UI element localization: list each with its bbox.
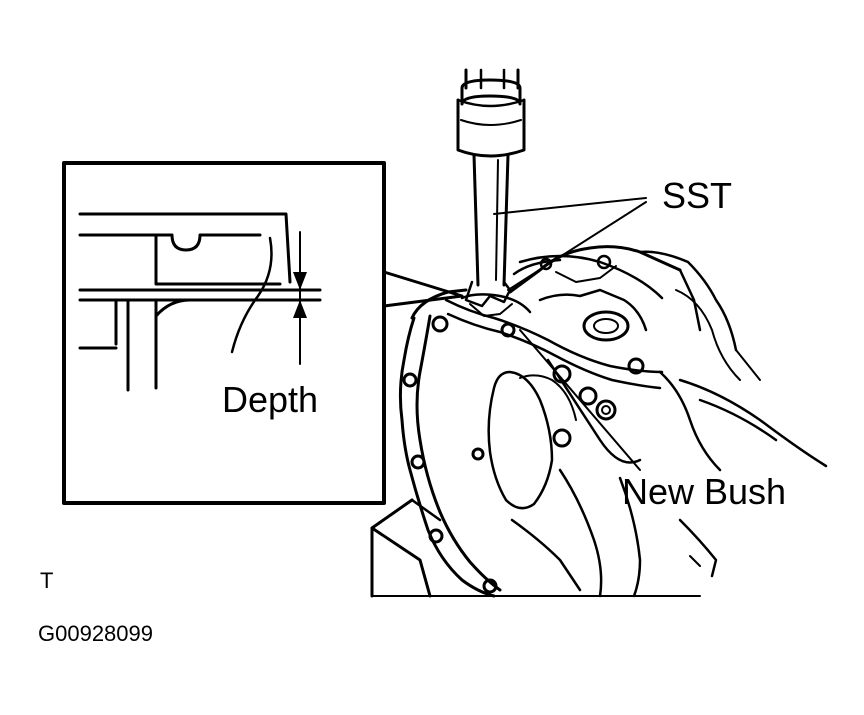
sst-tool (456, 68, 526, 308)
figure-id: G00928099 (38, 621, 153, 646)
leader-lines (493, 197, 647, 471)
depth-label: Depth (222, 379, 319, 420)
view-code: T (40, 568, 54, 593)
detail-inset (62, 161, 464, 505)
sst-label: SST (662, 175, 733, 216)
new-bush-label: New Bush (622, 471, 787, 512)
